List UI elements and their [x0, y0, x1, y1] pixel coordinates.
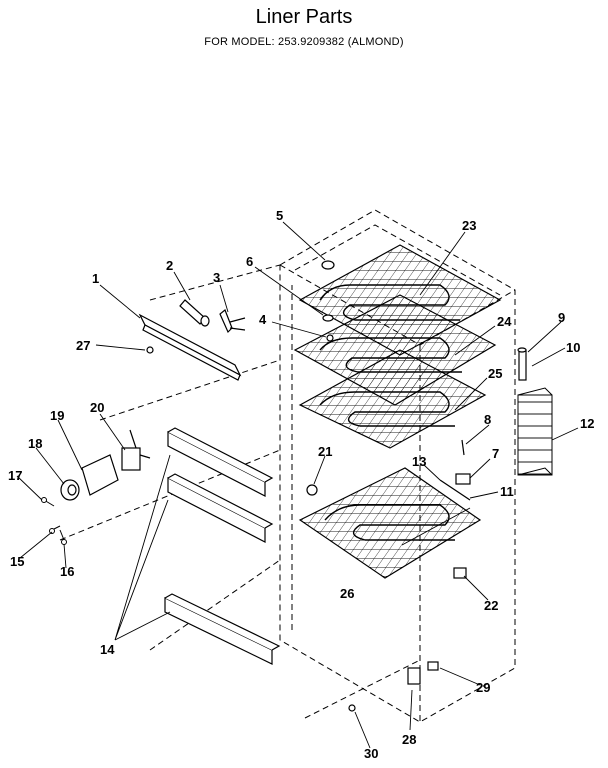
label-part-12: 12	[580, 416, 594, 431]
part-labels: 1 2 3 4 5 6 7 8 9 10 11 12 13 14 15 16 1…	[8, 208, 594, 761]
label-part-1: 1	[92, 271, 99, 286]
leader-lines	[16, 221, 579, 749]
label-part-15: 15	[10, 554, 24, 569]
control-housing-19	[81, 454, 119, 496]
label-part-28: 28	[402, 732, 416, 747]
label-part-8: 8	[484, 412, 491, 427]
label-part-24: 24	[497, 314, 512, 329]
shelf-25	[298, 349, 487, 449]
screws-15-16-17	[41, 497, 67, 545]
part-3-fitting	[219, 309, 246, 334]
label-part-29: 29	[476, 680, 490, 695]
label-part-5: 5	[276, 208, 283, 223]
label-part-18: 18	[28, 436, 42, 451]
label-part-26: 26	[340, 586, 354, 601]
label-part-13: 13	[412, 454, 426, 469]
small-parts	[146, 260, 471, 712]
condenser-coil-12	[517, 387, 553, 476]
label-part-19: 19	[50, 408, 64, 423]
label-part-16: 16	[60, 564, 74, 579]
shelf-26	[298, 467, 482, 579]
label-part-11: 11	[500, 484, 514, 499]
label-part-7: 7	[492, 446, 499, 461]
label-part-3: 3	[213, 270, 220, 285]
label-part-9: 9	[558, 310, 565, 325]
thermostat-20	[121, 429, 151, 471]
label-part-6: 6	[246, 254, 253, 269]
drain-tube-9-10	[517, 347, 527, 381]
label-part-4: 4	[259, 312, 267, 327]
support-rail-14a	[167, 427, 274, 497]
label-part-20: 20	[90, 400, 104, 415]
knob-18	[60, 479, 80, 501]
label-part-2: 2	[166, 258, 173, 273]
label-part-10: 10	[566, 340, 580, 355]
label-part-30: 30	[364, 746, 378, 761]
support-rail-14b	[167, 473, 274, 543]
label-part-23: 23	[462, 218, 476, 233]
label-part-17: 17	[8, 468, 22, 483]
label-part-25: 25	[488, 366, 502, 381]
label-part-21: 21	[318, 444, 332, 459]
side-rail-1	[138, 313, 242, 381]
part-2-cylinder	[179, 299, 210, 327]
support-rail-14c	[164, 593, 281, 665]
label-part-14: 14	[100, 642, 115, 657]
label-part-27: 27	[76, 338, 90, 353]
page-title: Liner Parts	[255, 6, 353, 28]
label-part-22: 22	[484, 598, 498, 613]
model-subtitle: FOR MODEL: 253.9209382 (ALMOND)	[204, 36, 404, 48]
